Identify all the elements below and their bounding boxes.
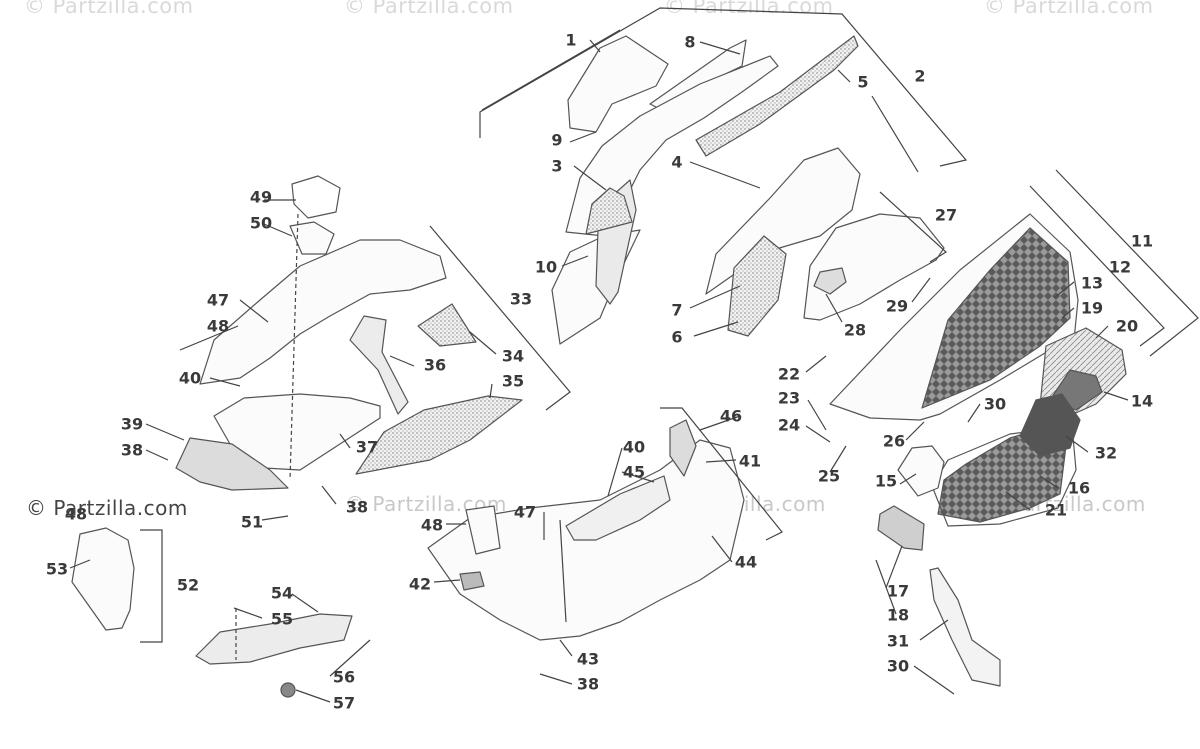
callout-15: 15 <box>874 471 898 491</box>
callout-9: 9 <box>551 130 563 150</box>
callout-12: 12 <box>1108 257 1132 277</box>
watermark: © Partzilla.com <box>24 0 194 18</box>
callout-38: 38 <box>576 674 600 694</box>
callout-32: 32 <box>1094 443 1118 463</box>
watermark: © Partzilla.com <box>26 496 188 520</box>
pad-34 <box>417 303 477 347</box>
callout-56: 56 <box>332 667 356 687</box>
callout-30: 30 <box>886 656 910 676</box>
callout-40: 40 <box>178 368 202 388</box>
upper-cowl-33 <box>199 239 447 385</box>
pad-35 <box>355 395 523 475</box>
callout-23: 23 <box>777 388 801 408</box>
callout-14: 14 <box>1130 391 1154 411</box>
callout-44: 44 <box>734 552 758 572</box>
side-trim-53 <box>71 527 135 631</box>
callout-38: 38 <box>120 440 144 460</box>
callout-21: 21 <box>1044 500 1068 520</box>
callout-55: 55 <box>270 609 294 629</box>
callout-34: 34 <box>501 346 525 366</box>
strip-31 <box>929 567 1001 687</box>
callout-35: 35 <box>501 371 525 391</box>
guard-45 <box>565 475 671 541</box>
callout-57: 57 <box>332 693 356 713</box>
callout-24: 24 <box>777 415 801 435</box>
callout-33: 33 <box>509 289 533 309</box>
bracket-15 <box>897 445 945 497</box>
callout-30: 30 <box>983 394 1007 414</box>
gasket-50 <box>289 221 335 255</box>
light-28 <box>813 267 847 295</box>
callout-51: 51 <box>240 512 264 532</box>
brace-36 <box>349 315 409 415</box>
callout-27: 27 <box>934 205 958 225</box>
callout-10: 10 <box>534 257 558 277</box>
callout-28: 28 <box>843 320 867 340</box>
callout-22: 22 <box>777 364 801 384</box>
callout-48: 48 <box>420 515 444 535</box>
callout-40: 40 <box>622 437 646 457</box>
bracket-46 <box>669 419 697 477</box>
callout-46: 46 <box>719 406 743 426</box>
callout-4: 4 <box>671 152 683 172</box>
callout-39: 39 <box>120 414 144 434</box>
grommet-42 <box>459 571 485 591</box>
decal-5 <box>695 35 859 157</box>
plate-39 <box>175 437 289 491</box>
callout-49: 49 <box>249 187 273 207</box>
callout-43: 43 <box>576 649 600 669</box>
pad-3 <box>585 187 633 235</box>
tab-48 <box>465 505 501 555</box>
watermark: © Partzilla.com <box>984 0 1154 18</box>
callout-8: 8 <box>684 32 696 52</box>
callout-54: 54 <box>270 583 294 603</box>
callout-31: 31 <box>886 631 910 651</box>
callout-25: 25 <box>817 466 841 486</box>
gasket-49 <box>291 175 341 219</box>
callout-16: 16 <box>1067 478 1091 498</box>
callout-47: 47 <box>206 290 230 310</box>
callout-53: 53 <box>45 559 69 579</box>
callout-52: 52 <box>176 575 200 595</box>
callout-29: 29 <box>885 296 909 316</box>
callout-26: 26 <box>882 431 906 451</box>
callout-19: 19 <box>1080 298 1104 318</box>
callout-6: 6 <box>671 327 683 347</box>
callout-11: 11 <box>1130 231 1154 251</box>
callout-37: 37 <box>355 437 379 457</box>
panel-27 <box>803 213 945 321</box>
plug-57 <box>280 682 296 698</box>
callout-42: 42 <box>408 574 432 594</box>
vent-32 <box>1019 393 1081 457</box>
callout-45: 45 <box>622 462 646 482</box>
callout-38: 38 <box>345 497 369 517</box>
callout-5: 5 <box>857 72 869 92</box>
callout-36: 36 <box>423 355 447 375</box>
callout-47: 47 <box>513 502 537 522</box>
callout-18: 18 <box>886 605 910 625</box>
callout-41: 41 <box>738 451 762 471</box>
callout-2: 2 <box>914 66 926 86</box>
callout-17: 17 <box>886 581 910 601</box>
callout-3: 3 <box>551 156 563 176</box>
callout-50: 50 <box>249 213 273 233</box>
watermark: © Partzilla.com <box>664 0 834 18</box>
callout-13: 13 <box>1080 273 1104 293</box>
decal-9 <box>567 35 669 133</box>
frame-16 <box>931 425 1077 527</box>
decal-graphic-12 <box>921 227 1071 409</box>
callout-1: 1 <box>565 30 577 50</box>
callout-48: 48 <box>206 316 230 336</box>
foam-6 <box>727 235 787 337</box>
callout-48: 48 <box>64 504 88 524</box>
rail-54 <box>195 613 353 665</box>
callout-20: 20 <box>1115 316 1139 336</box>
watermark: © Partzilla.com <box>344 0 514 18</box>
bracket-17 <box>877 505 925 551</box>
callout-7: 7 <box>671 300 683 320</box>
